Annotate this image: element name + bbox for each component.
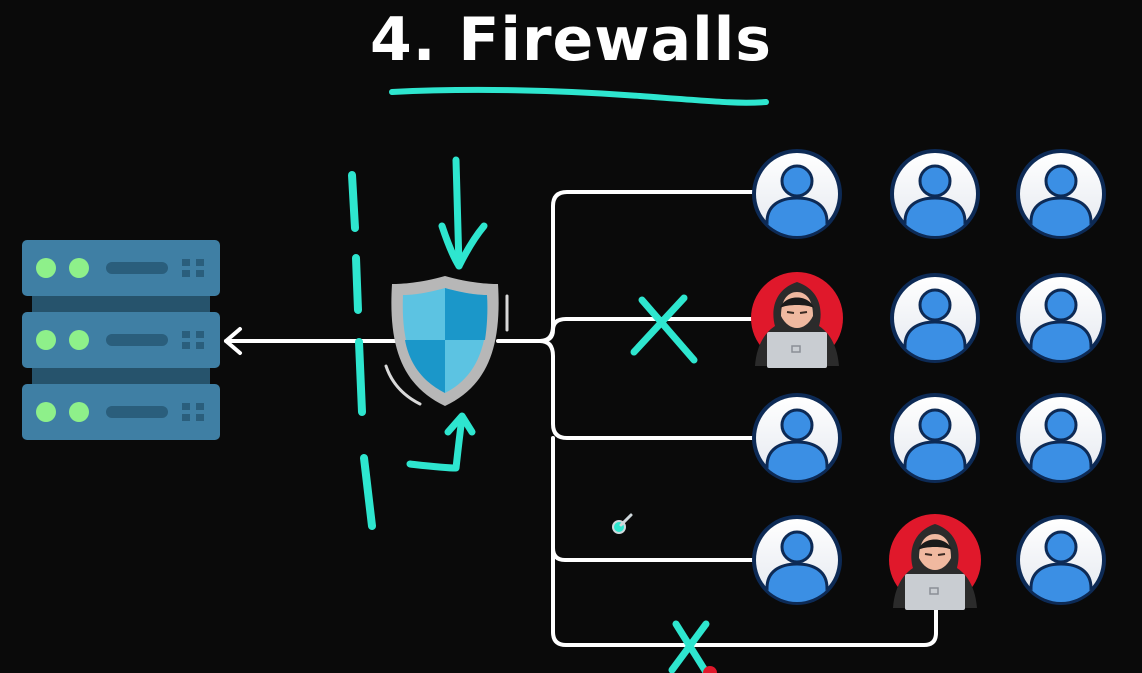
slide-title: 4. Firewalls xyxy=(369,5,773,75)
server-stack-icon xyxy=(22,240,220,440)
user-avatar-icon xyxy=(1016,515,1106,605)
server-unit-3 xyxy=(36,402,204,422)
user-avatar-icon xyxy=(890,393,980,483)
arrow-up-icon xyxy=(406,412,476,472)
cross-mark-icon xyxy=(630,294,698,364)
network-lines xyxy=(496,190,938,647)
user-avatar-icon xyxy=(890,149,980,239)
user-avatar-icon xyxy=(752,149,842,239)
shield-icon xyxy=(384,276,509,406)
cross-mark-icon xyxy=(668,620,710,673)
hacker-avatar-icon xyxy=(751,272,843,368)
user-avatar-icon xyxy=(1016,149,1106,239)
user-avatar-icon xyxy=(1016,273,1106,363)
hacker-avatar-icon xyxy=(889,514,981,610)
user-avatar-icon xyxy=(1016,393,1106,483)
server-link-arrow xyxy=(224,327,397,355)
server-unit-1 xyxy=(36,258,204,278)
title-underline xyxy=(389,86,769,106)
user-avatar-icon xyxy=(752,393,842,483)
arrow-down-icon xyxy=(438,156,488,270)
user-avatar-icon xyxy=(752,515,842,605)
stray-mark xyxy=(612,513,633,534)
blocked-dot-icon xyxy=(703,666,717,673)
users-grid xyxy=(751,149,1106,610)
user-avatar-icon xyxy=(890,273,980,363)
dashed-barrier xyxy=(348,171,376,530)
server-unit-2 xyxy=(36,330,204,350)
